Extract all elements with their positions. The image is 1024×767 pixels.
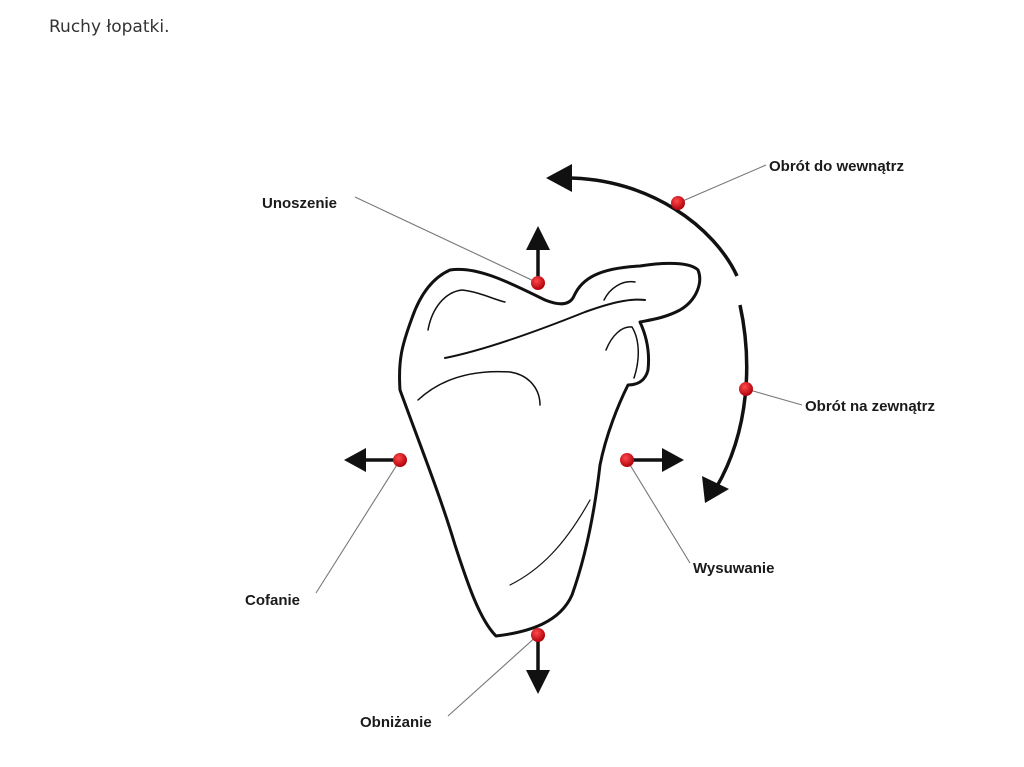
leader-lines (315, 164, 803, 717)
slide-title: Ruchy łopatki. (49, 17, 170, 37)
marker-internal-rotation (671, 196, 685, 210)
label-obrot-na-zewnatrz: Obrót na zewnątrz (805, 398, 935, 415)
label-obrot-do-wewnatrz: Obrót do wewnątrz (769, 158, 904, 175)
internal-rotation-arrowhead (546, 164, 572, 192)
rotation-arc-arrows (546, 164, 749, 503)
external-rotation-arrowhead (702, 476, 729, 503)
scapula-bone (398, 261, 702, 638)
markers (393, 196, 753, 642)
label-unoszenie: Unoszenie (262, 195, 337, 212)
label-cofanie: Cofanie (245, 592, 300, 609)
label-obnizanie: Obniżanie (360, 714, 432, 731)
marker-protraction (620, 453, 634, 467)
label-wysuwanie: Wysuwanie (693, 560, 774, 577)
marker-retraction (393, 453, 407, 467)
marker-depression (531, 628, 545, 642)
marker-elevation (531, 276, 545, 290)
movement-arrows (362, 246, 665, 678)
external-rotation-arc (714, 304, 749, 489)
internal-rotation-arc (565, 176, 739, 277)
marker-external-rotation (739, 382, 753, 396)
movement-arrowheads (344, 226, 684, 694)
